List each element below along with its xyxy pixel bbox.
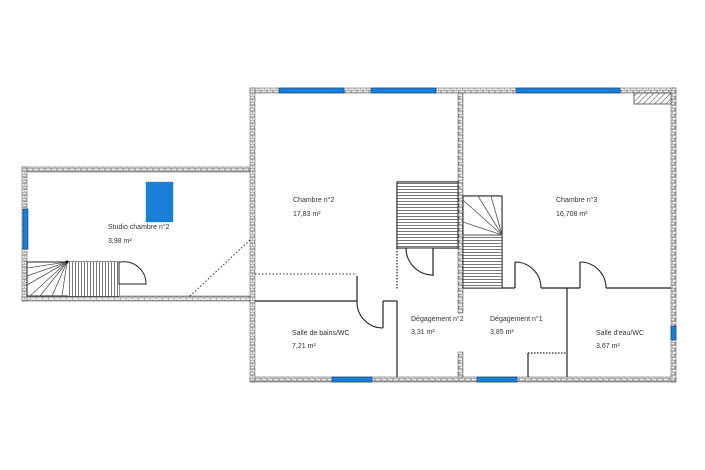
svg-text:Dégagement n°1: Dégagement n°1: [490, 315, 543, 323]
svg-text:Chambre n°3: Chambre n°3: [556, 196, 597, 204]
room-label-chambre-3: Chambre n°3 16,708 m²: [556, 196, 597, 218]
window: [278, 87, 345, 94]
room-label-degagement-2: Dégagement n°2 3,31 m²: [411, 315, 464, 336]
staircase: [26, 260, 147, 297]
svg-text:7,21 m²: 7,21 m²: [292, 343, 316, 350]
svg-text:3,67 m²: 3,67 m²: [596, 343, 620, 350]
svg-text:Dégagement n°2: Dégagement n°2: [411, 315, 464, 323]
svg-text:17,83 m²: 17,83 m²: [293, 211, 321, 218]
chimney: [633, 92, 672, 105]
door-arc: [514, 261, 542, 289]
window: [670, 325, 677, 341]
window: [370, 87, 437, 94]
exterior-walls: [21, 87, 677, 383]
skylight: [145, 181, 174, 223]
svg-text:3,85 m²: 3,85 m²: [490, 329, 514, 336]
svg-text:Studio chambre n°2: Studio chambre n°2: [108, 223, 170, 231]
door-arc: [579, 261, 607, 289]
window: [331, 376, 373, 383]
door-arc: [356, 300, 384, 329]
windows: [22, 87, 677, 383]
svg-text:3,98 m²: 3,98 m²: [108, 238, 132, 245]
doors: [356, 247, 607, 329]
staircase: [462, 195, 503, 289]
svg-text:Salle de bains/WC: Salle de bains/WC: [292, 330, 350, 337]
room-label-salle-deau: Salle d'eau/WC 3,67 m²: [596, 330, 644, 350]
window: [476, 376, 518, 383]
staircase: [396, 181, 459, 249]
door-arc: [405, 247, 434, 276]
svg-text:3,31 m²: 3,31 m²: [411, 329, 435, 336]
room-label-chambre-2: Chambre n°2 17,83 m²: [293, 196, 334, 218]
window: [22, 208, 29, 250]
room-label-salle-de-bains: Salle de bains/WC 7,21 m²: [292, 330, 350, 350]
svg-text:Salle d'eau/WC: Salle d'eau/WC: [596, 330, 644, 337]
svg-text:16,708 m²: 16,708 m²: [556, 211, 588, 218]
svg-text:Chambre n°2: Chambre n°2: [293, 196, 334, 204]
room-label-studio: Studio chambre n°2 3,98 m²: [108, 223, 170, 245]
room-label-degagement-1: Dégagement n°1 3,85 m²: [490, 315, 543, 336]
window: [515, 87, 621, 94]
dotted-limits: [189, 239, 357, 297]
